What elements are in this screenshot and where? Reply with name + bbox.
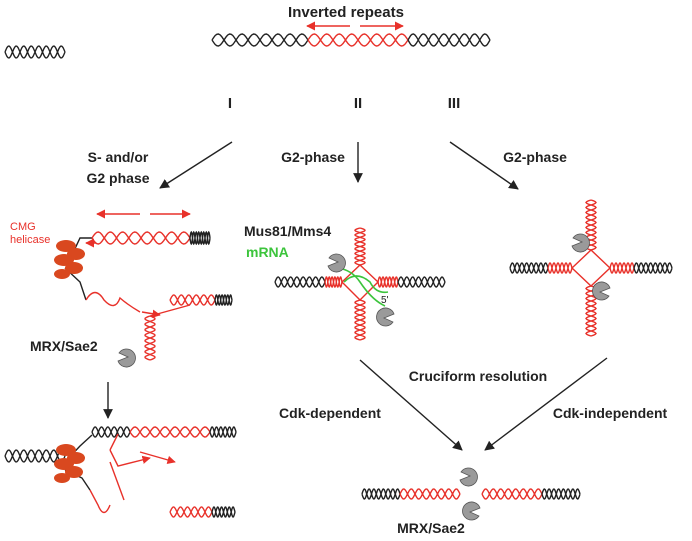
- mrx-sae2-label-left: MRX/Sae2: [30, 338, 98, 354]
- nuclease-icon-bottom-top: [459, 467, 478, 487]
- diagram-title: Inverted repeats: [288, 4, 404, 21]
- nuclease-icon-left: [117, 348, 136, 368]
- top-dna-duplex: [211, 33, 491, 47]
- hairpin-product-i: [4, 426, 237, 518]
- pathway-numeral-i: I: [228, 95, 232, 112]
- cruciform-ii: [274, 227, 446, 341]
- cdk-independent-label: Cdk-independent: [553, 405, 668, 421]
- phase-label-iii: G2-phase: [503, 149, 567, 165]
- cruciform-iii: [509, 199, 673, 337]
- five-prime-label-b: 5': [381, 295, 389, 306]
- nuclease-icon-ii-top: [327, 253, 346, 273]
- phase-label-ii: G2-phase: [281, 149, 345, 165]
- cmg-label-line1: CMG: [10, 221, 36, 233]
- nuclease-icon-bottom-lower: [462, 501, 481, 521]
- arrow-cdk-dependent: [359, 359, 463, 451]
- cmg-label-line2: helicase: [10, 234, 50, 246]
- cmg-helicase-icon: [54, 240, 85, 279]
- mrna-strand-a: [337, 267, 386, 307]
- phase-label-i-line1: S- and/or: [88, 149, 149, 165]
- cmg-helicase-icon-lower: [54, 444, 85, 483]
- resolved-product: [361, 488, 581, 500]
- arrow-pathway-i: [159, 141, 233, 189]
- phase-label-i-line2: G2 phase: [86, 170, 149, 186]
- mrx-sae2-label-bottom: MRX/Sae2: [397, 520, 465, 536]
- replication-fork-i: [4, 45, 233, 361]
- nuclease-icon-ii-bottom: [376, 307, 395, 327]
- pathway-numeral-iii: III: [448, 95, 461, 112]
- mrna-label: mRNA: [246, 244, 289, 260]
- mus81-mms4-label: Mus81/Mms4: [244, 223, 331, 239]
- mrna-strand-b: [343, 275, 389, 294]
- arrow-pathway-iii: [449, 141, 519, 190]
- nuclease-icon-iii-bottom: [592, 281, 611, 301]
- cruciform-resolution-label: Cruciform resolution: [409, 368, 547, 384]
- pathway-numeral-ii: II: [354, 95, 362, 112]
- cdk-dependent-label: Cdk-dependent: [279, 405, 381, 421]
- arrow-cdk-independent: [484, 357, 608, 451]
- nuclease-icon-iii-top: [571, 233, 590, 253]
